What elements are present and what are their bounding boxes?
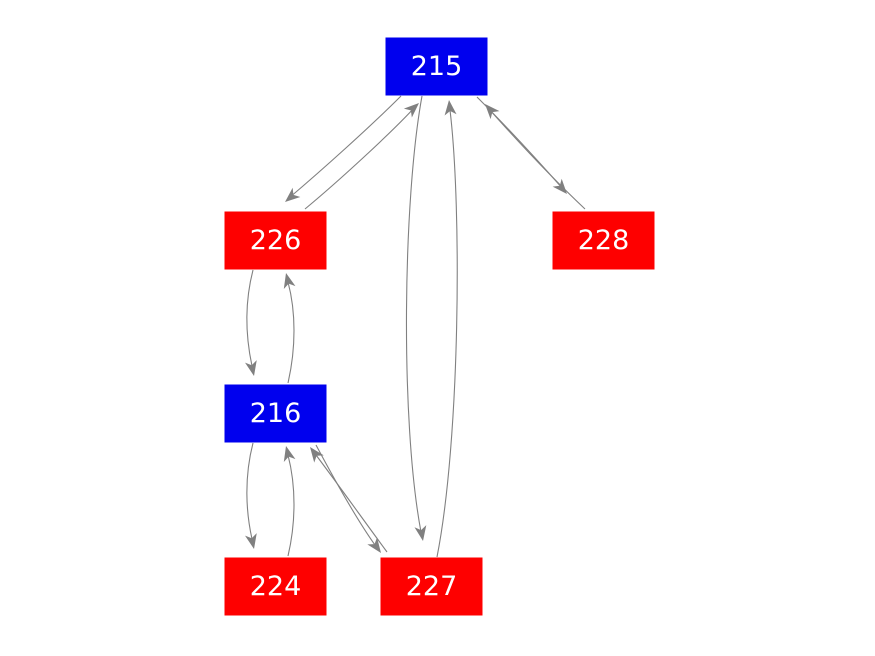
arrowhead-icon <box>403 103 419 118</box>
edge-line <box>436 109 458 558</box>
edge-216-to-226 <box>283 273 296 384</box>
node-box[interactable] <box>552 211 655 270</box>
graph-node-226[interactable]: 226 <box>224 211 327 270</box>
arrowhead-icon <box>283 273 296 290</box>
arrowhead-icon <box>285 187 301 202</box>
node-label: 215 <box>411 51 463 82</box>
edge-216-to-227 <box>315 444 381 553</box>
edge-215-to-226 <box>285 95 402 202</box>
node-label: 227 <box>406 571 458 602</box>
node-label: 216 <box>250 398 302 429</box>
edge-228-to-215 <box>485 104 586 210</box>
arrowhead-icon <box>245 360 257 376</box>
node-box[interactable] <box>224 211 327 270</box>
graph-node-216[interactable]: 216 <box>224 384 327 443</box>
arrowhead-icon <box>414 525 427 541</box>
edge-line <box>405 95 423 533</box>
edge-line <box>246 442 254 540</box>
edge-line <box>315 454 388 553</box>
edge-226-to-215 <box>304 103 419 210</box>
arrowhead-icon <box>245 533 257 549</box>
edge-line <box>488 108 586 210</box>
graph-node-215[interactable]: 215 <box>385 37 488 96</box>
node-label: 226 <box>250 225 302 256</box>
node-layer: 215 226 228 216 224 227 <box>224 37 655 616</box>
edge-line <box>288 95 402 199</box>
edge-line <box>246 269 254 367</box>
arrowhead-icon <box>444 100 457 116</box>
arrowhead-icon <box>552 178 567 194</box>
edge-line <box>304 106 416 210</box>
node-box[interactable] <box>385 37 488 96</box>
edge-224-to-216 <box>283 446 296 557</box>
edge-216-to-224 <box>245 442 257 549</box>
arrowhead-icon <box>310 447 324 463</box>
arrowhead-icon <box>283 446 296 463</box>
graph-node-227[interactable]: 227 <box>380 557 483 616</box>
node-box[interactable] <box>224 557 327 616</box>
edge-layer <box>245 95 586 558</box>
edge-line <box>315 444 376 546</box>
edge-227-to-215 <box>436 100 458 558</box>
graph-node-228[interactable]: 228 <box>552 211 655 270</box>
node-box[interactable] <box>380 557 483 616</box>
node-label: 228 <box>578 225 630 256</box>
edge-line <box>287 454 295 557</box>
edge-215-to-227 <box>405 95 427 541</box>
edge-227-to-216 <box>310 447 388 553</box>
node-label: 224 <box>250 571 302 602</box>
arrowhead-icon <box>367 537 381 553</box>
node-box[interactable] <box>224 384 327 443</box>
edge-line <box>287 281 295 384</box>
edge-226-to-216 <box>245 269 257 376</box>
arrowhead-icon <box>485 104 500 120</box>
graph-node-224[interactable]: 224 <box>224 557 327 616</box>
